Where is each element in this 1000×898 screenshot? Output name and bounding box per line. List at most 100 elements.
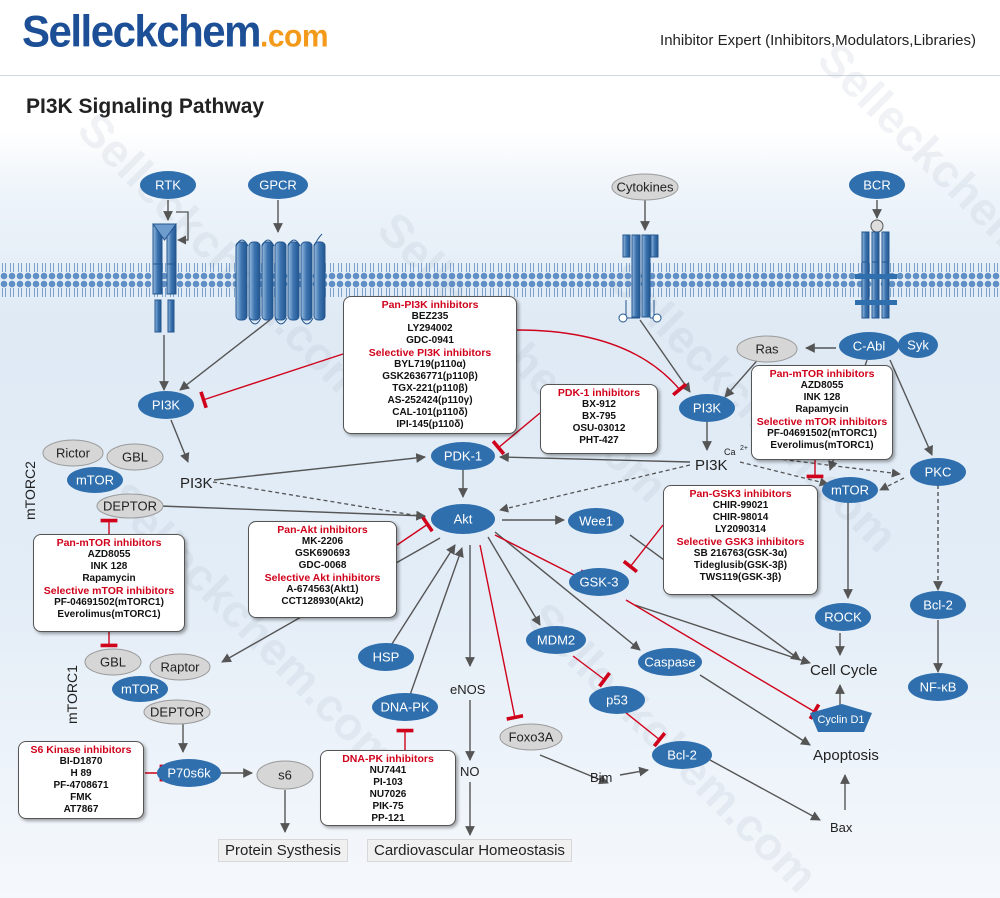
node-label: GBL [100, 655, 126, 670]
node-mtor-bot[interactable]: mTOR [112, 676, 168, 702]
node-syk[interactable]: Syk [898, 332, 938, 358]
inhibitor-item[interactable]: PF-4708671 [53, 780, 109, 791]
node-gbl-top[interactable]: GBL [106, 443, 164, 471]
node-cabl[interactable]: C-Abl [839, 332, 899, 360]
inhibitor-item[interactable]: PHT-427 [579, 435, 619, 446]
inhibitor-item[interactable]: LY2090314 [715, 524, 766, 535]
node-gsk3[interactable]: GSK-3 [569, 568, 629, 596]
node-label: ROCK [824, 610, 862, 625]
inhibitor-item[interactable]: Rapamycin [795, 404, 849, 415]
node-ras[interactable]: Ras [736, 335, 798, 363]
node-pkc[interactable]: PKC [910, 458, 966, 486]
inhibitor-item[interactable]: GSK2636771(p110β) [382, 371, 478, 382]
node-p53[interactable]: p53 [589, 686, 645, 714]
node-label: GSK-3 [579, 575, 618, 590]
inhibitor-item[interactable]: GDC-0941 [406, 335, 454, 346]
node-foxo3a[interactable]: Foxo3A [499, 723, 563, 751]
inhibitor-item[interactable]: NU7441 [369, 765, 407, 776]
inhibitor-heading: Pan-Akt inhibitors [277, 524, 368, 536]
node-p70s6k[interactable]: P70s6k [157, 759, 221, 787]
inhibitor-item[interactable]: BEZ235 [411, 311, 449, 322]
inhibitor-item[interactable]: AT7867 [63, 804, 99, 815]
inhibitor-item[interactable]: NU7026 [369, 789, 407, 800]
pi3k-inhibitors-box: Pan-PI3K inhibitors BEZ235 LY294002 GDC-… [343, 296, 517, 434]
selleckchem-logo[interactable]: Selleckchem.com [22, 7, 329, 57]
node-gbl-bot[interactable]: GBL [84, 648, 142, 676]
node-nfkb[interactable]: NF-κB [908, 673, 968, 701]
node-cytokines[interactable]: Cytokines [611, 173, 679, 201]
node-wee1[interactable]: Wee1 [568, 508, 624, 534]
inhibitor-item[interactable]: AZD8055 [87, 549, 131, 560]
inhibitor-item[interactable]: PP-121 [371, 813, 405, 824]
inhibitor-item[interactable]: PF-04691502(mTORC1) [54, 597, 164, 608]
node-mdm2[interactable]: MDM2 [526, 626, 586, 654]
inhibitor-item[interactable]: H 89 [70, 768, 92, 779]
node-gpcr[interactable]: GPCR [248, 171, 308, 199]
inhibitor-item[interactable]: A-674563(Akt1) [286, 584, 359, 595]
node-cyclin-d1[interactable]: Cyclin D1 [810, 704, 872, 732]
inhibitor-item[interactable]: TGX-221(p110β) [392, 383, 468, 394]
inhibitor-item[interactable]: SB 216763(GSK-3α) [693, 548, 788, 559]
inhibitor-item[interactable]: CHIR-99021 [712, 500, 769, 511]
node-hsp[interactable]: HSP [358, 643, 414, 671]
inhibitor-item[interactable]: OSU-03012 [572, 423, 626, 434]
inhibitor-item[interactable]: LY294002 [407, 323, 453, 334]
node-dnapk[interactable]: DNA-PK [372, 693, 438, 721]
node-raptor[interactable]: Raptor [149, 653, 211, 681]
node-rock[interactable]: ROCK [815, 603, 871, 631]
node-bcl2-right[interactable]: Bcl-2 [910, 591, 966, 619]
node-bcr[interactable]: BCR [849, 171, 905, 199]
inhibitor-item[interactable]: TWS119(GSK-3β) [699, 572, 782, 583]
inhibitor-item[interactable]: Everolimus(mTORC1) [770, 440, 874, 451]
node-label: s6 [278, 768, 292, 783]
inhibitor-heading: Selective GSK3 inhibitors [676, 536, 805, 548]
inhibitor-item[interactable]: CAL-101(p110δ) [392, 407, 468, 418]
node-rictor[interactable]: Rictor [42, 439, 104, 467]
tagline: Inhibitor Expert (Inhibitors,Modulators,… [660, 32, 976, 49]
activation-arrows [159, 200, 943, 836]
node-deptor-bot[interactable]: DEPTOR [143, 699, 211, 725]
inhibitor-item[interactable]: IPI-145(p110δ) [396, 419, 464, 430]
inhibitor-item[interactable]: BX-912 [582, 399, 616, 410]
inhibitor-item[interactable]: GSK690693 [294, 548, 351, 559]
node-mtor-right[interactable]: mTOR [822, 477, 878, 503]
inhibitor-item[interactable]: CCT128930(Akt2) [281, 596, 364, 607]
mtorc2-label: mTORC2 [22, 461, 38, 520]
node-label: Cyclin D1 [817, 714, 864, 726]
inhibitor-item[interactable]: FMK [70, 792, 92, 803]
apoptosis-label: Apoptosis [813, 747, 879, 764]
node-mtor-top[interactable]: mTOR [67, 467, 123, 493]
inhibitor-item[interactable]: BI-D1870 [59, 756, 103, 767]
inhibitor-item[interactable]: GDC-0068 [298, 560, 347, 571]
inhibitor-item[interactable]: PIK-75 [372, 801, 404, 812]
inhibitor-item[interactable]: INK 128 [90, 561, 128, 572]
inhibitor-item[interactable]: BYL719(p110α) [394, 359, 466, 370]
mtorc1-label: mTORC1 [64, 665, 80, 724]
inhibitor-item[interactable]: PI-103 [373, 777, 403, 788]
node-bcl2[interactable]: Bcl-2 [652, 741, 712, 769]
node-s6[interactable]: s6 [256, 760, 314, 790]
inhibitor-item[interactable]: CHIR-98014 [712, 512, 769, 523]
inhibitor-item[interactable]: INK 128 [803, 392, 841, 403]
inhibitor-item[interactable]: Rapamycin [82, 573, 136, 584]
node-caspase[interactable]: Caspase [638, 648, 702, 676]
node-akt[interactable]: Akt [431, 504, 495, 534]
cardiovascular-homeostasis-label: Cardiovascular Homeostasis [367, 839, 572, 862]
ca-superscript: 2+ [740, 445, 748, 452]
inhibitor-item[interactable]: BX-795 [582, 411, 616, 422]
node-deptor-top[interactable]: DEPTOR [96, 493, 164, 519]
cell-membrane [0, 258, 1000, 298]
node-label: Ras [755, 342, 779, 357]
node-pdk1[interactable]: PDK-1 [431, 442, 495, 470]
node-label: Akt [454, 512, 473, 527]
node-pi3k-mid[interactable]: PI3K [679, 394, 735, 422]
inhibitor-item[interactable]: Everolimus(mTORC1) [57, 609, 161, 620]
inhibitor-item[interactable]: PF-04691502(mTORC1) [767, 428, 877, 439]
inhibitor-item[interactable]: AZD8055 [800, 380, 844, 391]
node-rtk[interactable]: RTK [140, 171, 196, 199]
inhibitor-item[interactable]: Tideglusib(GSK-3β) [693, 560, 788, 571]
node-pi3k-left[interactable]: PI3K [138, 391, 194, 419]
inhibitor-item[interactable]: MK-2206 [301, 536, 344, 547]
inhibitor-item[interactable]: AS-252424(p110γ) [387, 395, 473, 406]
